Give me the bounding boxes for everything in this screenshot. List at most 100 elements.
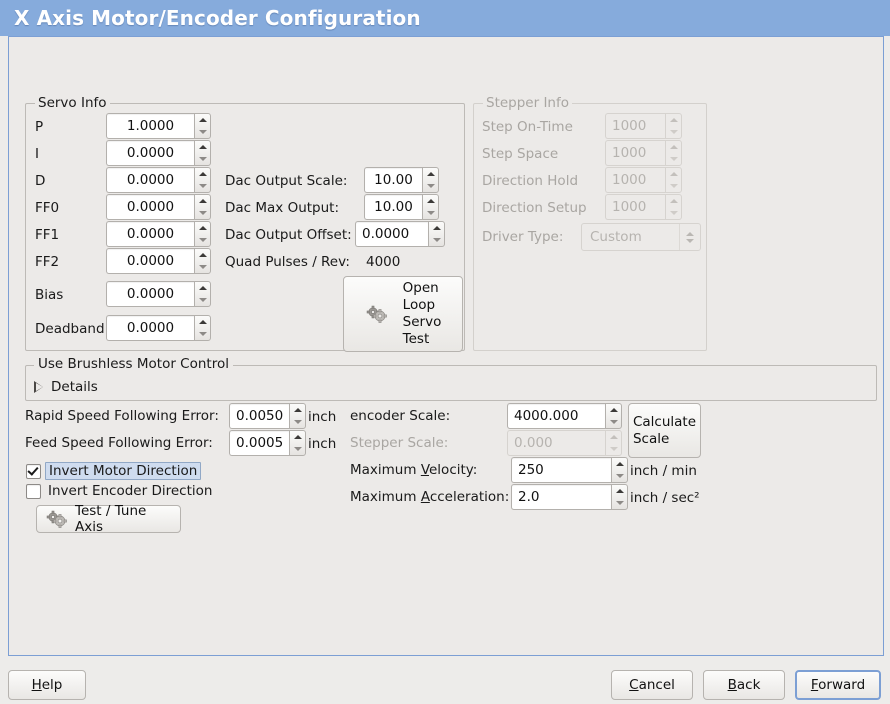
spin-up-icon[interactable] bbox=[195, 249, 210, 261]
spin-down-icon[interactable] bbox=[195, 294, 210, 306]
spin-up-icon[interactable] bbox=[606, 404, 621, 416]
calculate-scale-button[interactable]: Calculate Scale bbox=[628, 403, 701, 458]
stepper-scale-spinner[interactable] bbox=[605, 430, 622, 456]
spin-down-icon[interactable] bbox=[195, 126, 210, 138]
servo-input-bias[interactable]: 0.0000 bbox=[106, 281, 211, 307]
servo-input-ff2-spinner[interactable] bbox=[194, 248, 211, 274]
spin-down-icon[interactable] bbox=[423, 180, 438, 192]
spin-up-icon[interactable] bbox=[666, 168, 681, 180]
invert-encoder-direction-checkbox[interactable]: Invert Encoder Direction bbox=[26, 483, 212, 499]
spin-down-icon[interactable] bbox=[195, 153, 210, 165]
details-expander[interactable]: Details bbox=[34, 379, 98, 395]
servo-input-p[interactable]: 1.0000 bbox=[106, 113, 211, 139]
servo-input-d-value[interactable]: 0.0000 bbox=[106, 167, 194, 193]
stepper-step-space-spinner[interactable] bbox=[665, 140, 682, 166]
servo-input-ff2-value[interactable]: 0.0000 bbox=[106, 248, 194, 274]
stepper-step-on-time-spinner[interactable] bbox=[665, 113, 682, 139]
servo-input-d-spinner[interactable] bbox=[194, 167, 211, 193]
spin-down-icon[interactable] bbox=[612, 497, 627, 509]
test-tune-axis-button[interactable]: Test / Tune Axis bbox=[36, 503, 181, 535]
stepper-input-direction-setup[interactable]: 1000 bbox=[605, 194, 682, 220]
spin-up-icon[interactable] bbox=[195, 114, 210, 126]
servo-input-ff0-spinner[interactable] bbox=[194, 194, 211, 220]
spin-up-icon[interactable] bbox=[612, 458, 627, 470]
spin-down-icon[interactable] bbox=[195, 261, 210, 273]
stepper-input-step-space[interactable]: 1000 bbox=[605, 140, 682, 166]
chevron-updown-icon[interactable] bbox=[680, 231, 700, 243]
spin-down-icon[interactable] bbox=[195, 328, 210, 340]
encoder-scale-value[interactable]: 4000.000 bbox=[507, 403, 605, 429]
spin-down-icon[interactable] bbox=[195, 234, 210, 246]
dac-output-offset-input[interactable]: 0.0000 bbox=[355, 221, 445, 247]
dac-output-offset-value[interactable]: 0.0000 bbox=[355, 221, 428, 247]
spin-up-icon[interactable] bbox=[423, 168, 438, 180]
servo-input-bias-value[interactable]: 0.0000 bbox=[106, 281, 194, 307]
servo-input-bias-spinner[interactable] bbox=[194, 281, 211, 307]
maximum-velocity-value[interactable]: 250 bbox=[511, 457, 611, 483]
servo-input-ff0-value[interactable]: 0.0000 bbox=[106, 194, 194, 220]
dac-max-output-value[interactable]: 10.00 bbox=[364, 194, 422, 220]
spin-down-icon[interactable] bbox=[290, 443, 305, 455]
spin-up-icon[interactable] bbox=[606, 431, 621, 443]
spin-up-icon[interactable] bbox=[290, 404, 305, 416]
encoder-scale-input[interactable]: 4000.000 bbox=[507, 403, 622, 429]
stepper-scale-input[interactable]: 0.000 bbox=[507, 430, 622, 456]
dac-output-offset-spinner[interactable] bbox=[428, 221, 445, 247]
open-loop-servo-test-button[interactable]: Open Loop Servo Test bbox=[343, 276, 463, 352]
spin-up-icon[interactable] bbox=[290, 431, 305, 443]
back-button[interactable]: Back bbox=[703, 670, 785, 700]
spin-down-icon[interactable] bbox=[195, 180, 210, 192]
spin-up-icon[interactable] bbox=[195, 222, 210, 234]
use-brushless-motor-control-checkbox[interactable]: Use Brushless Motor Control bbox=[34, 356, 233, 372]
maximum-acceleration-spinner[interactable] bbox=[611, 484, 628, 510]
forward-button[interactable]: Forward bbox=[795, 670, 881, 700]
stepper-input-direction-hold-value[interactable]: 1000 bbox=[605, 167, 665, 193]
spin-up-icon[interactable] bbox=[666, 141, 681, 153]
encoder-scale-spinner[interactable] bbox=[605, 403, 622, 429]
stepper-direction-setup-spinner[interactable] bbox=[665, 194, 682, 220]
invert-encoder-direction-box[interactable] bbox=[26, 483, 41, 499]
stepper-input-direction-hold[interactable]: 1000 bbox=[605, 167, 682, 193]
feed-following-error-value[interactable]: 0.0005 bbox=[229, 430, 289, 456]
spin-down-icon[interactable] bbox=[290, 416, 305, 428]
servo-input-i[interactable]: 0.0000 bbox=[106, 140, 211, 166]
maximum-velocity-spinner[interactable] bbox=[611, 457, 628, 483]
spin-up-icon[interactable] bbox=[423, 195, 438, 207]
maximum-acceleration-value[interactable]: 2.0 bbox=[511, 484, 611, 510]
spin-down-icon[interactable] bbox=[606, 443, 621, 455]
spin-down-icon[interactable] bbox=[666, 180, 681, 192]
spin-up-icon[interactable] bbox=[195, 195, 210, 207]
servo-input-i-spinner[interactable] bbox=[194, 140, 211, 166]
stepper-input-step-space-value[interactable]: 1000 bbox=[605, 140, 665, 166]
stepper-scale-value[interactable]: 0.000 bbox=[507, 430, 605, 456]
dac-output-scale-value[interactable]: 10.00 bbox=[364, 167, 422, 193]
spin-up-icon[interactable] bbox=[666, 195, 681, 207]
cancel-button[interactable]: Cancel bbox=[611, 670, 693, 700]
servo-input-ff1-spinner[interactable] bbox=[194, 221, 211, 247]
servo-input-p-value[interactable]: 1.0000 bbox=[106, 113, 194, 139]
invert-motor-direction-checkbox[interactable]: Invert Motor Direction bbox=[26, 462, 202, 480]
spin-down-icon[interactable] bbox=[612, 470, 627, 482]
spin-down-icon[interactable] bbox=[429, 234, 444, 246]
driver-type-combo[interactable]: Custom bbox=[581, 223, 701, 251]
servo-input-ff0[interactable]: 0.0000 bbox=[106, 194, 211, 220]
dac-max-output-spinner[interactable] bbox=[422, 194, 439, 220]
feed-following-error-input[interactable]: 0.0005 bbox=[229, 430, 306, 456]
spin-up-icon[interactable] bbox=[429, 222, 444, 234]
dac-max-output-input[interactable]: 10.00 bbox=[364, 194, 439, 220]
rapid-following-error-spinner[interactable] bbox=[289, 403, 306, 429]
spin-up-icon[interactable] bbox=[195, 168, 210, 180]
spin-down-icon[interactable] bbox=[666, 207, 681, 219]
spin-up-icon[interactable] bbox=[195, 141, 210, 153]
stepper-direction-hold-spinner[interactable] bbox=[665, 167, 682, 193]
servo-input-i-value[interactable]: 0.0000 bbox=[106, 140, 194, 166]
maximum-velocity-input[interactable]: 250 bbox=[511, 457, 628, 483]
servo-input-d[interactable]: 0.0000 bbox=[106, 167, 211, 193]
servo-input-ff1-value[interactable]: 0.0000 bbox=[106, 221, 194, 247]
driver-type-value[interactable]: Custom bbox=[590, 229, 642, 245]
spin-up-icon[interactable] bbox=[666, 114, 681, 126]
invert-motor-direction-box[interactable] bbox=[26, 463, 41, 479]
spin-down-icon[interactable] bbox=[606, 416, 621, 428]
stepper-input-step-on-time[interactable]: 1000 bbox=[605, 113, 682, 139]
spin-up-icon[interactable] bbox=[195, 282, 210, 294]
